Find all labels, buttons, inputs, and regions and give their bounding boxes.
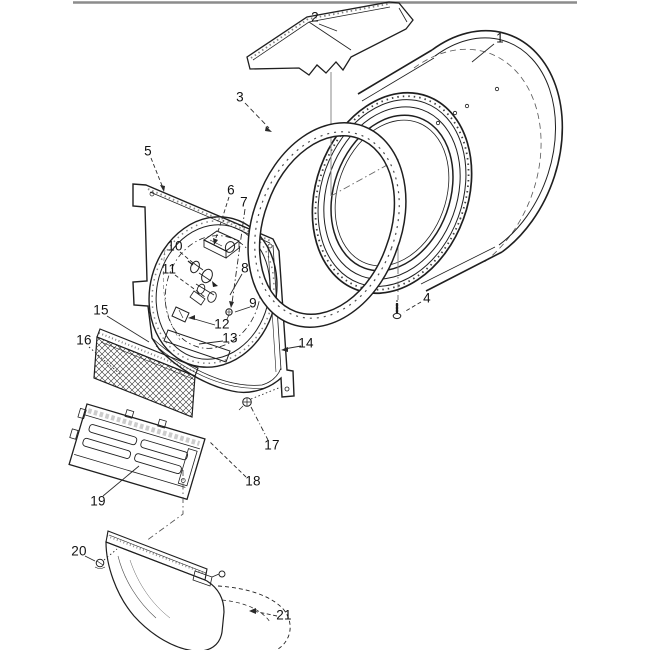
callout-15: 15: [93, 302, 109, 318]
callout-10: 10: [167, 238, 183, 254]
fastener-screws: [94, 300, 402, 569]
callout-20: 20: [71, 543, 87, 559]
callout-7: 7: [240, 194, 248, 210]
callout-17: 17: [264, 437, 280, 453]
felt-seal-ring: [247, 122, 407, 328]
air-duct-scoop: [105, 530, 291, 650]
dryer-drum: [299, 29, 564, 310]
lint-screen: [93, 328, 199, 418]
callout-21: 21: [276, 607, 292, 623]
callout-6: 6: [227, 182, 235, 198]
air-duct-grille: [68, 403, 206, 542]
callout-8: 8: [241, 260, 249, 276]
callout-19: 19: [90, 493, 106, 509]
bearing-bracket-and-rollers: [171, 230, 240, 323]
drum-baffle: [246, 1, 414, 76]
callout-16: 16: [76, 332, 92, 348]
callout-13: 13: [222, 330, 238, 346]
callout-12: 12: [214, 316, 230, 332]
callout-5: 5: [144, 143, 152, 159]
callout-2: 2: [311, 9, 319, 25]
callout-3: 3: [236, 89, 244, 105]
callout-18: 18: [245, 473, 261, 489]
callout-11: 11: [161, 261, 177, 277]
callout-14: 14: [298, 335, 314, 351]
callout-leader-lines: [84, 23, 495, 617]
callout-4: 4: [423, 290, 431, 306]
callout-1: 1: [496, 30, 504, 46]
callout-9: 9: [249, 295, 257, 311]
